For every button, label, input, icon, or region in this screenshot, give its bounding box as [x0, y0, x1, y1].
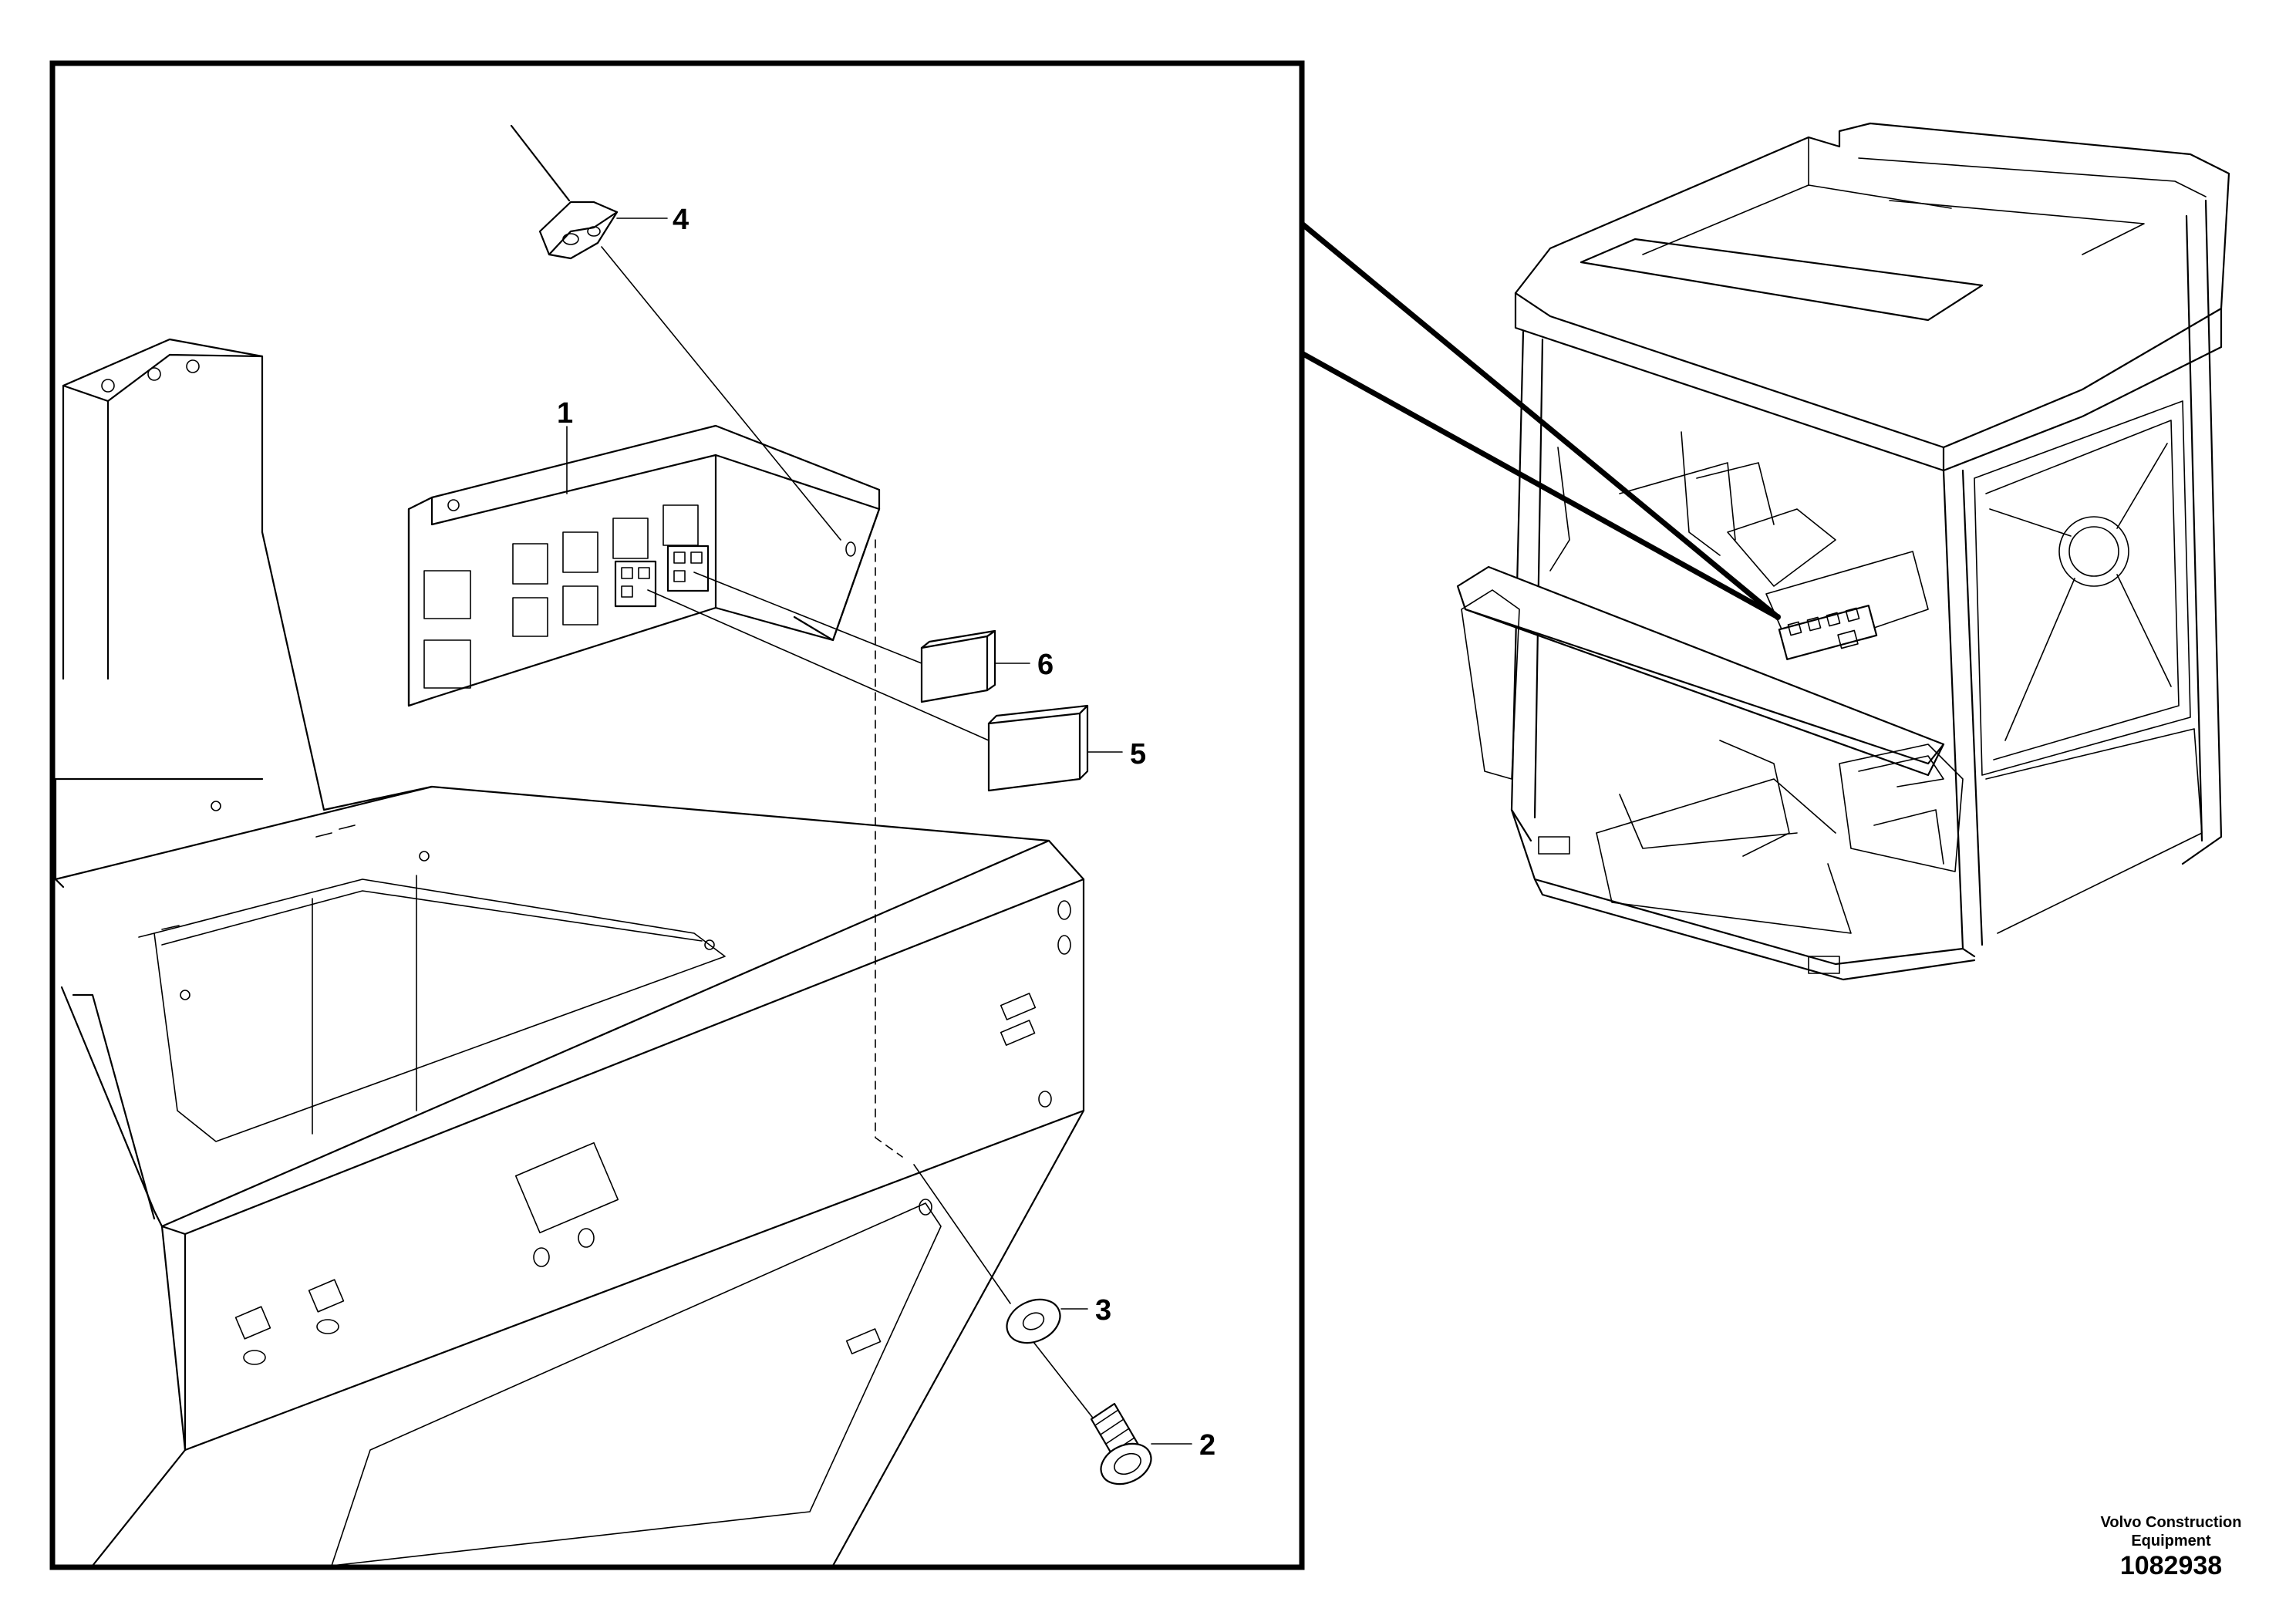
credit-line-2: Equipment [2131, 1533, 2211, 1549]
relay-large [987, 704, 1089, 792]
credit-line-1: Volvo Construction [2100, 1514, 2242, 1531]
callout-4: 4 [673, 204, 689, 236]
callout-6: 6 [1037, 649, 1054, 681]
callout-3: 3 [1095, 1294, 1111, 1327]
screw-part [1090, 1402, 1152, 1485]
relay-bracket [407, 424, 881, 707]
cab-overview [1456, 122, 2230, 981]
relay-small [920, 629, 996, 703]
clip-part [510, 124, 619, 260]
callout-1: 1 [557, 397, 573, 430]
zoom-marker [1775, 614, 1781, 620]
callout-5: 5 [1130, 738, 1146, 771]
callout-2: 2 [1199, 1429, 1215, 1462]
frame-structure [54, 338, 1085, 1567]
callout-leaders [566, 218, 1192, 1445]
drawing-number: 1082938 [2119, 1551, 2223, 1580]
washer-part [1006, 1298, 1061, 1344]
assembly-lines [601, 246, 1104, 1431]
detail-frame [49, 60, 1305, 1570]
